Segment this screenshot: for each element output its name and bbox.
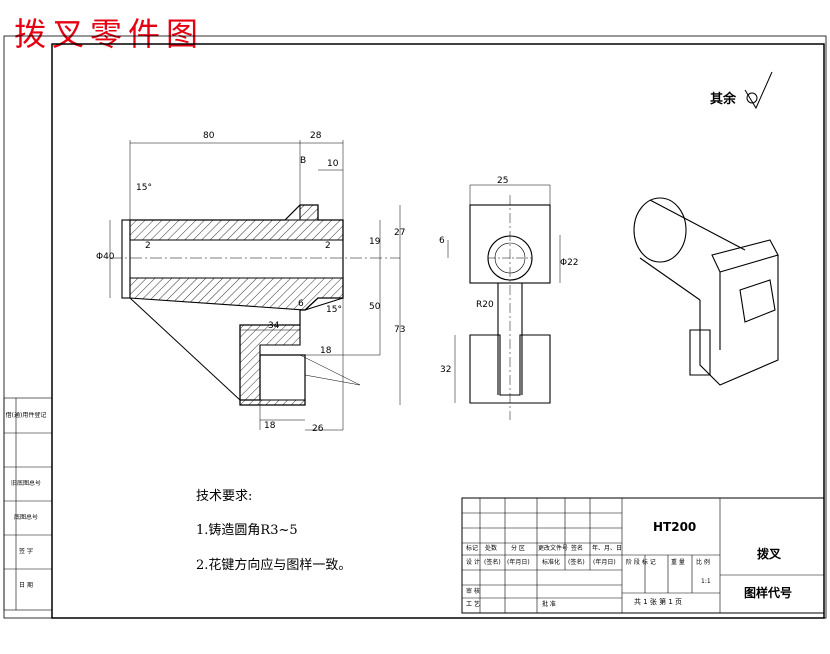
dim-6-side: 6 [439, 236, 445, 246]
dim-18a: 18 [320, 346, 332, 356]
side-label-6: 日 期 [19, 582, 33, 589]
scale-value: 1:1 [701, 578, 711, 585]
side-label-3: 旧底图总号 [10, 480, 41, 487]
tb-a-1: 处数 [485, 545, 498, 552]
outer-frame [3, 35, 827, 619]
dim-25: 25 [497, 176, 509, 186]
dim-2a: 2 [145, 241, 151, 251]
scale-label: 比 例 [696, 559, 710, 566]
dim-dia40: Φ40 [96, 252, 115, 262]
tb-a-5: 年、月、日 [592, 545, 623, 552]
front-view [109, 140, 401, 431]
roughness-note: 其余 [710, 92, 737, 107]
dim-73: 73 [394, 325, 406, 335]
tb-c-0: 审 核 [466, 588, 480, 595]
tech-item-1: 1.铸造圆角R3~5 [196, 523, 298, 538]
part-name: 拨叉 [757, 547, 782, 561]
side-view-fork [469, 334, 551, 404]
dim-6: 6 [298, 299, 304, 309]
dim-10: 10 [327, 159, 339, 169]
side-panel [3, 397, 53, 611]
dim-r20: R20 [476, 300, 494, 310]
tb-a-3: 更改文件号 [538, 545, 569, 552]
weight-label: 重 量 [671, 559, 685, 566]
tb-a-0: 标记 [466, 545, 479, 552]
stage-label: 阶 段 标 记 [626, 559, 656, 566]
dim-19: 19 [369, 237, 381, 247]
dim-angle-b: 15° [326, 305, 342, 315]
tb-d-0: 工 艺 [466, 601, 480, 608]
side-label-1: 借(通)用件登记 [5, 412, 47, 419]
front-view-bore [121, 219, 131, 299]
tb-b-1: (签名) [484, 559, 501, 566]
tech-item-2: 2.花键方向应与图样一致。 [196, 558, 352, 573]
tb-b-2: (年月日) [507, 559, 530, 566]
dim-2b: 2 [325, 241, 331, 251]
roughness-symbol [744, 71, 773, 110]
dim-18b: 18 [264, 421, 276, 431]
iso-view-spline [739, 279, 776, 323]
dim-angle-a: 15° [136, 183, 152, 193]
drawing-no: 图样代号 [744, 586, 793, 600]
side-label-4: 底图总号 [13, 514, 38, 521]
dim-32: 32 [440, 365, 452, 375]
material: HT200 [653, 520, 697, 534]
dim-80: 80 [203, 131, 215, 141]
dim-34: 34 [268, 321, 280, 331]
tb-b-4: (签名) [568, 559, 585, 566]
tb-a-4: 签名 [571, 545, 584, 552]
tb-b-5: (年月日) [593, 559, 616, 566]
dim-50: 50 [369, 302, 381, 312]
dim-27: 27 [394, 228, 406, 238]
inner-frame [51, 43, 825, 619]
dim-28: 28 [310, 131, 322, 141]
tb-b-0: 设 计 [466, 559, 480, 566]
side-label-5: 签 字 [19, 548, 33, 555]
tb-d-1: 批 准 [542, 601, 556, 608]
page-title: 拨叉零件图 [14, 15, 205, 53]
side-view [447, 184, 561, 420]
dim-dia22: Φ22 [560, 258, 579, 268]
sheet-info: 共 1 张 第 1 页 [634, 598, 683, 606]
tb-a-2: 分 区 [511, 545, 525, 552]
iso-view [633, 197, 779, 386]
tech-heading: 技术要求: [196, 489, 253, 504]
datum-b: B [300, 156, 307, 166]
tb-b-3: 标准化 [542, 559, 561, 566]
title-block [461, 497, 825, 614]
dim-26: 26 [312, 424, 324, 434]
